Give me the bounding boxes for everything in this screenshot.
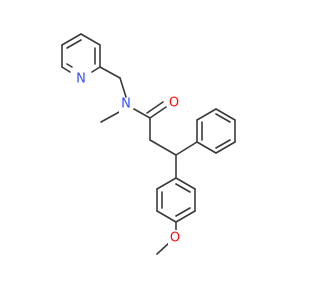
bond: [133, 108, 151, 119]
pyridine-ring: [61, 33, 101, 73]
carbonyl-oxygen-label: O: [169, 96, 179, 111]
pyridine-nitrogen-label: N: [76, 72, 86, 87]
bond-double-inner: [175, 207, 191, 217]
bond: [156, 242, 170, 255]
bond: [175, 141, 198, 156]
bond: [149, 106, 167, 119]
bond: [61, 66, 71, 73]
methoxyphenyl-ring: [156, 177, 196, 223]
label-background: [168, 230, 182, 246]
bond: [215, 141, 236, 154]
bond: [61, 33, 82, 46]
bond-double-inner: [215, 139, 231, 149]
bond-double-inner: [66, 39, 82, 49]
bond: [99, 66, 121, 79]
bond: [149, 139, 177, 156]
label-background: [74, 73, 88, 89]
bond: [100, 110, 122, 123]
structure-canvas: N N O O: [61, 33, 236, 255]
bond: [119, 77, 127, 98]
bond: [156, 177, 177, 190]
amide-nitrogen-label: N: [121, 97, 131, 112]
bond: [175, 210, 196, 223]
bond-double-inner: [146, 101, 164, 114]
bond: [175, 177, 196, 190]
bond: [91, 66, 101, 73]
phenyl-ring: [175, 108, 236, 156]
bond-double-inner: [66, 63, 73, 68]
label-background: [119, 98, 133, 114]
bond: [156, 210, 177, 223]
label-background: [168, 96, 182, 112]
molecule-structure: N N O O: [61, 33, 236, 255]
bond: [80, 33, 101, 46]
bond: [215, 108, 236, 121]
bond-double-inner: [175, 183, 191, 193]
bond: [196, 108, 217, 121]
bond: [196, 141, 217, 154]
methoxy-oxygen-label: O: [170, 231, 180, 246]
bond-double-inner: [215, 113, 231, 123]
